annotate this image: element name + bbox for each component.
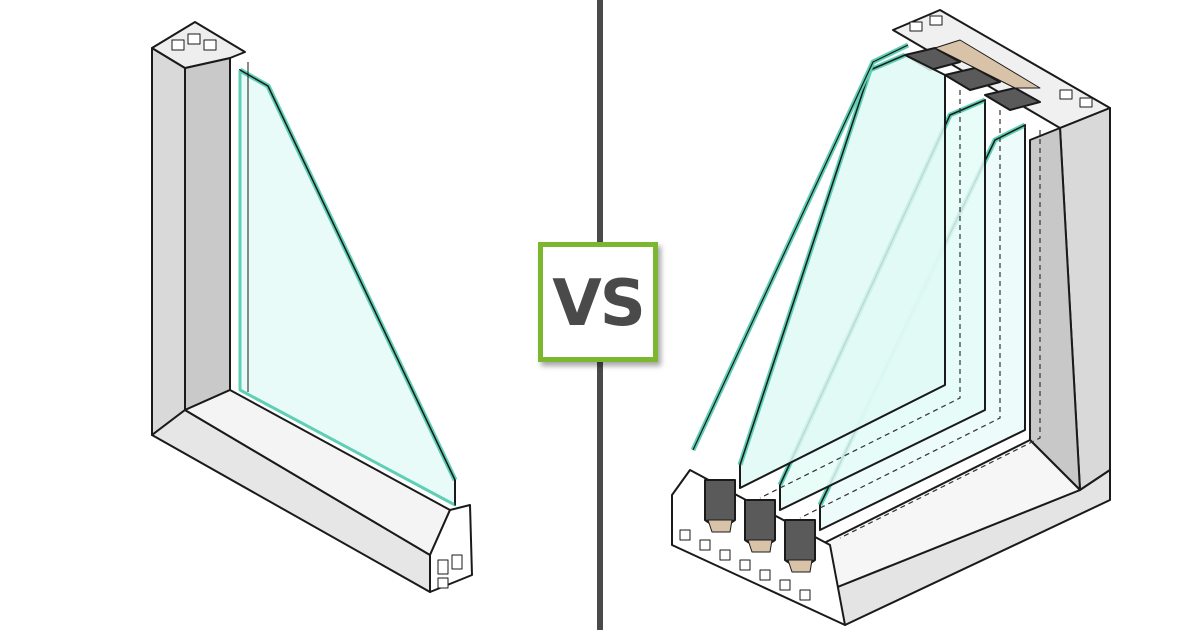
frame-top-cap <box>151 21 246 69</box>
triple-pane-window-illustration <box>671 9 1111 626</box>
divider-top <box>597 0 603 242</box>
frame-left-inner <box>184 57 231 411</box>
vs-label: VS <box>552 267 646 341</box>
single-pane-window-illustration <box>151 21 473 593</box>
vs-badge: VS <box>538 242 658 362</box>
frame-left-face <box>151 47 186 436</box>
top-spacer-2 <box>944 67 1001 91</box>
top-spacer-3 <box>984 87 1041 111</box>
divider-bottom <box>597 362 603 630</box>
